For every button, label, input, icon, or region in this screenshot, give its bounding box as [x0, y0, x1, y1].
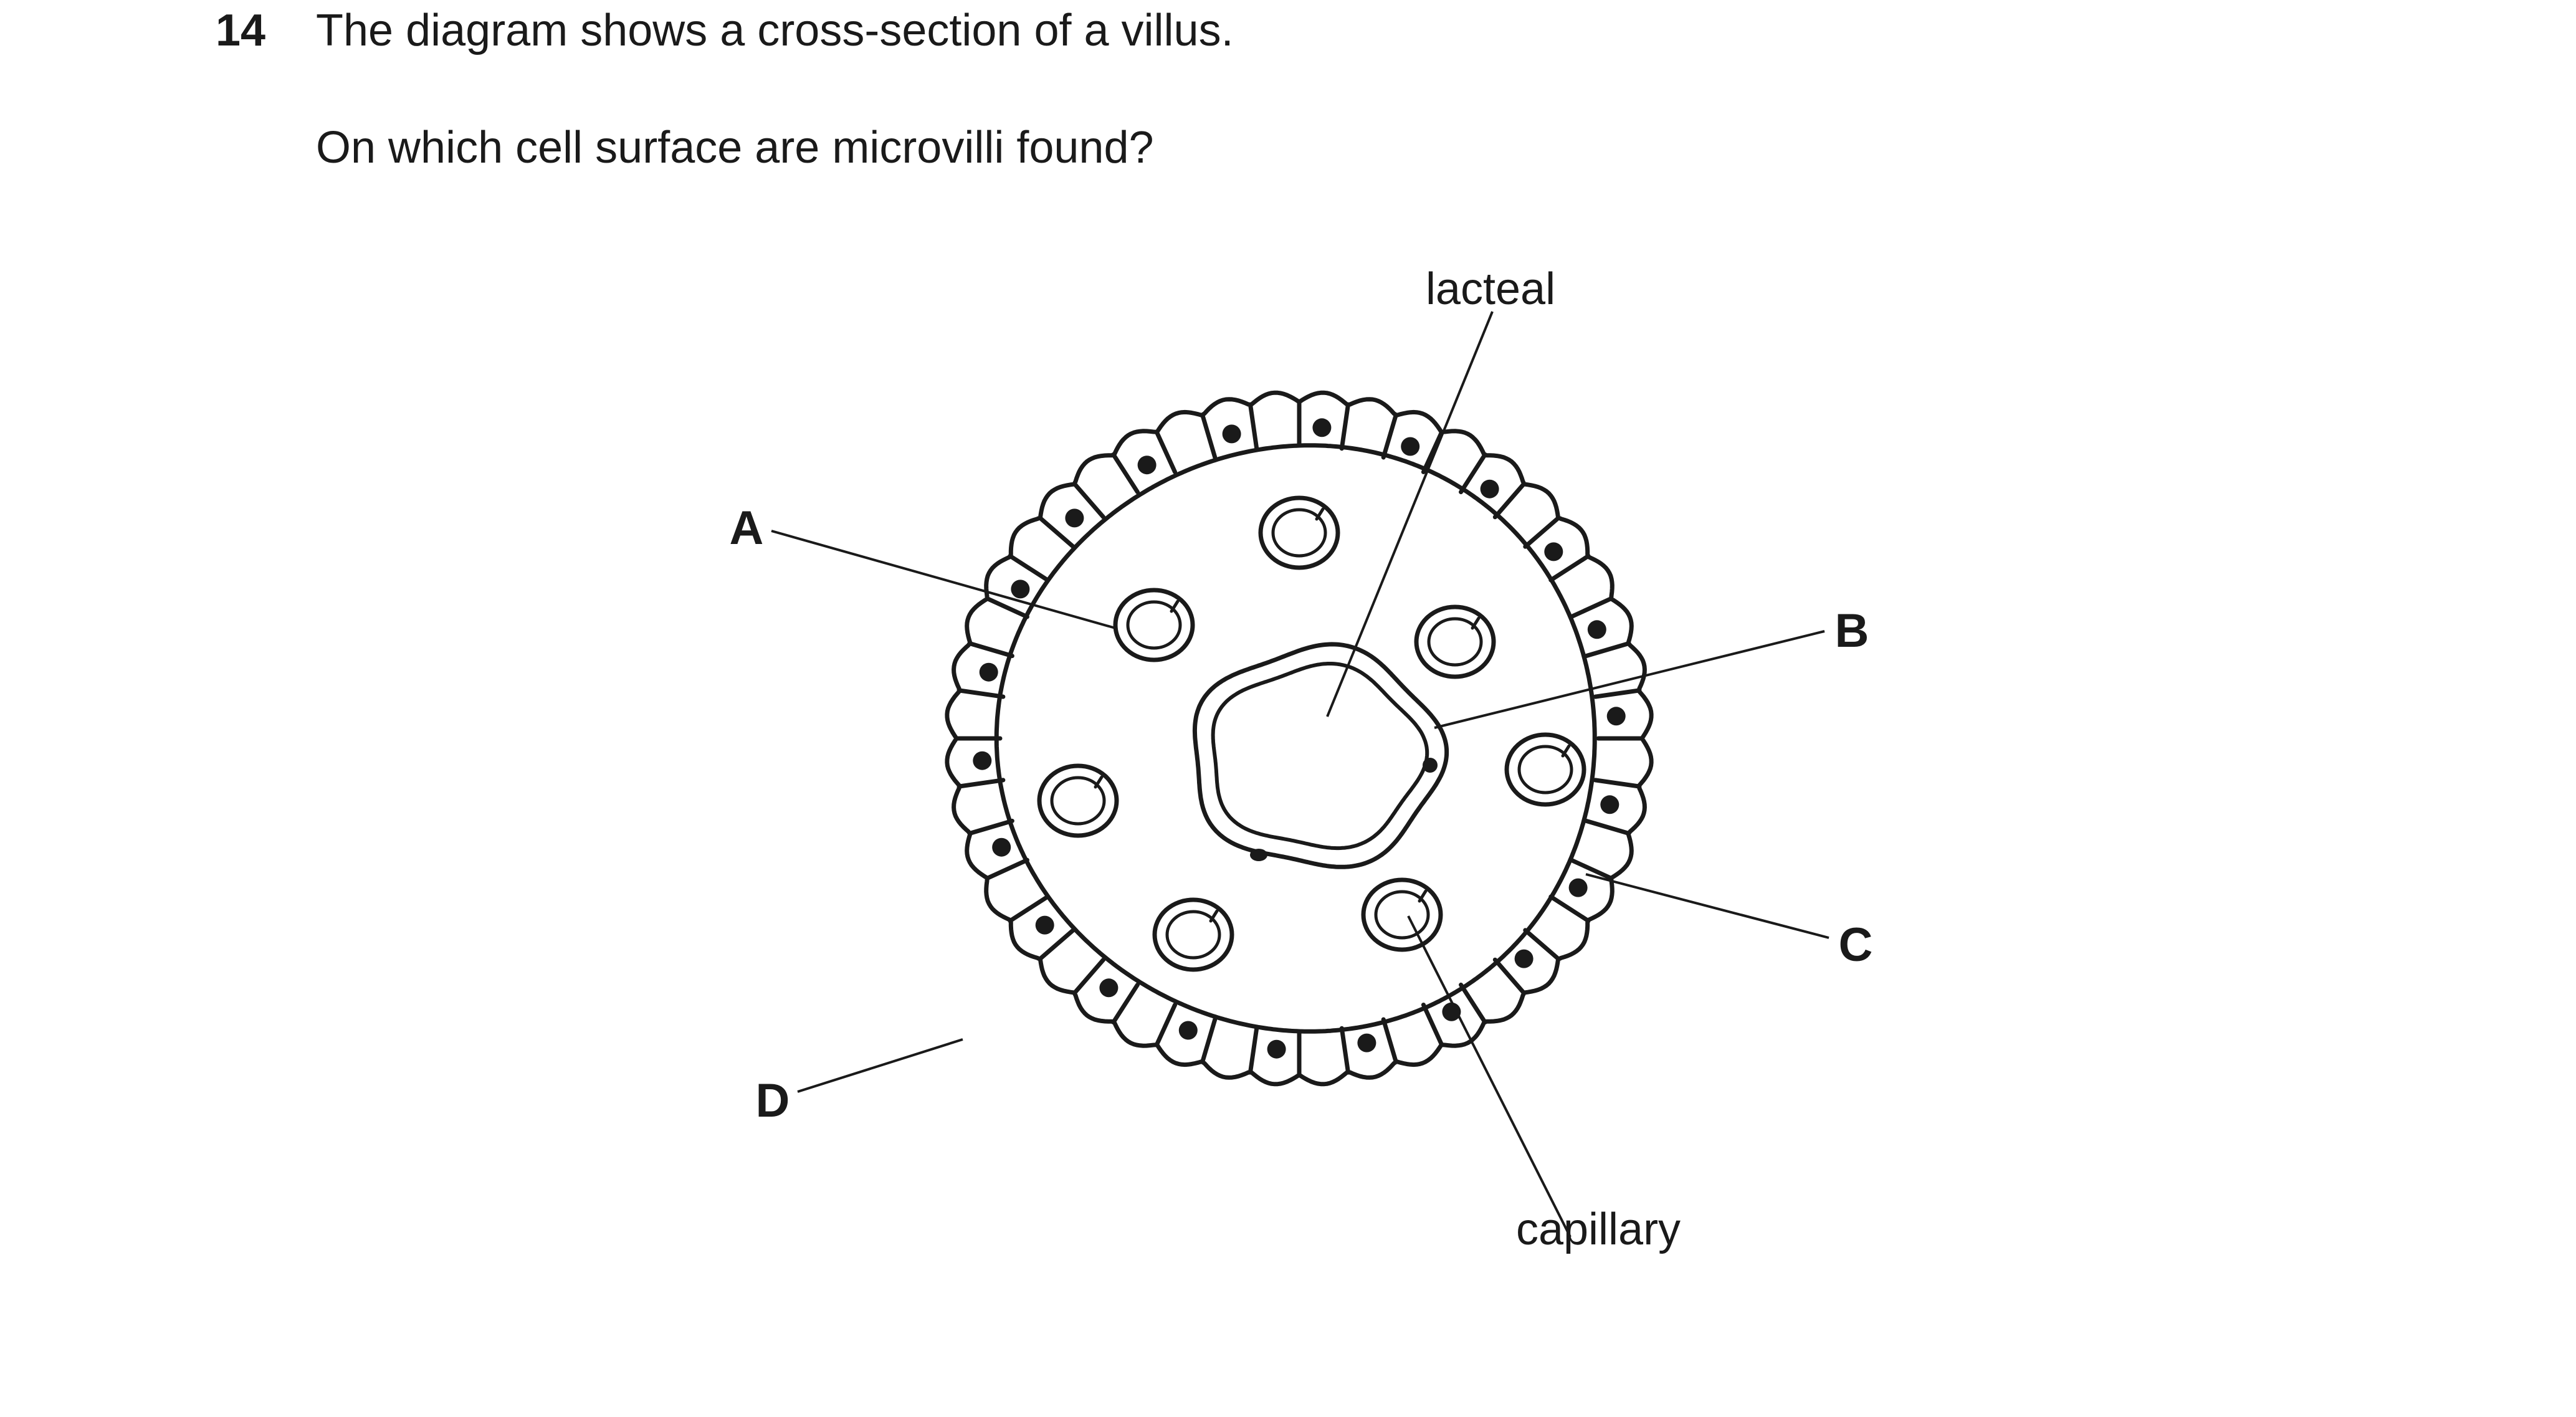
cell-wall [1459, 982, 1487, 1024]
cell-nucleus [1587, 620, 1606, 639]
cell-wall [1593, 778, 1641, 789]
cell-nucleus [979, 662, 998, 682]
cell-wall [1421, 430, 1444, 474]
cell-wall [1548, 554, 1590, 583]
cell-wall [1072, 482, 1106, 520]
label-b: B [1835, 604, 1869, 657]
cell-wall [968, 641, 1014, 659]
capillary [1414, 604, 1496, 679]
label-c: C [1839, 918, 1873, 971]
cell-wall [1155, 1003, 1178, 1047]
cell-wall [1523, 515, 1561, 549]
cell-wall [1038, 928, 1076, 961]
cell-wall [1112, 982, 1140, 1024]
cell-wall [1569, 596, 1613, 619]
cell-wall [1492, 482, 1526, 520]
cell-nucleus [1011, 580, 1030, 599]
cell-nucleus [1357, 1033, 1376, 1052]
cell-wall [1339, 403, 1350, 451]
cell-nucleus [1568, 878, 1588, 897]
capillary [1258, 495, 1340, 570]
cell-nucleus [1065, 508, 1084, 528]
cell-wall [1339, 1026, 1350, 1074]
cell-wall [1200, 1017, 1218, 1064]
capillary [1361, 877, 1443, 952]
capillary [1037, 763, 1119, 838]
label-d: D [756, 1074, 790, 1127]
cell-nucleus [1035, 915, 1054, 935]
cell-wall [958, 778, 1006, 789]
cell-nucleus [1137, 456, 1157, 475]
question-number: 14 [216, 6, 266, 55]
cell-nucleus [1544, 542, 1563, 561]
cell-nucleus [1178, 1021, 1198, 1040]
cell-wall [958, 688, 1006, 699]
cell-wall [1381, 1017, 1398, 1064]
cell-wall [1584, 641, 1631, 659]
lacteal-vessel [1192, 642, 1449, 869]
cell-wall [1248, 1026, 1259, 1074]
cell-nucleus [1600, 795, 1620, 814]
cell-wall [1421, 1003, 1444, 1047]
cell-wall [1584, 818, 1631, 836]
cell-wall [1038, 515, 1076, 549]
cell-wall [1072, 957, 1106, 995]
capillary-label: capillary [1516, 1205, 1681, 1254]
cell-nucleus [1514, 949, 1534, 968]
label-b-pointer-line [1434, 630, 1825, 729]
capillary [1504, 732, 1586, 807]
cell-wall [1155, 430, 1178, 474]
cell-wall [1492, 957, 1526, 995]
cell-wall [1548, 894, 1590, 923]
cell-nucleus [992, 837, 1011, 857]
cell-wall [985, 596, 1029, 619]
label-a: A [730, 502, 764, 555]
cell-wall [985, 857, 1029, 880]
lacteal-label: lacteal [1426, 264, 1555, 314]
cell-wall [1200, 413, 1218, 460]
cell-nucleus [1099, 978, 1119, 998]
cell-wall [968, 818, 1014, 836]
cell-wall [1569, 857, 1613, 880]
cell-nucleus [1442, 1002, 1461, 1021]
cell-nucleus [1222, 424, 1241, 444]
capillaries [1037, 495, 1586, 972]
cell-nucleus [1267, 1039, 1286, 1059]
cell-wall [1523, 928, 1561, 961]
cell-wall [1459, 453, 1487, 495]
cell-wall [1381, 413, 1398, 460]
label-a-pointer-line [771, 530, 1116, 629]
capillary [1113, 588, 1195, 662]
epithelial-cell-nuclei [973, 418, 1626, 1059]
cell-nucleus [1480, 479, 1499, 499]
cell-wall [1008, 554, 1050, 583]
cell-nucleus [1312, 418, 1332, 437]
cell-wall [1112, 453, 1140, 495]
question-stem: The diagram shows a cross-section of a v… [316, 6, 1234, 55]
capillary [1152, 897, 1234, 972]
villus-inner-surface [994, 443, 1597, 1034]
question-prompt: On which cell surface are microvilli fou… [316, 123, 1154, 173]
capillary-pointer-line [1407, 915, 1572, 1238]
cell-wall [1248, 403, 1259, 451]
cell-wall [1008, 894, 1050, 923]
lacteal-pointer-line [1326, 311, 1494, 717]
cell-nucleus [1606, 707, 1626, 726]
cell-nucleus [973, 751, 992, 770]
label-c-pointer-line [1585, 873, 1829, 939]
label-d-pointer-line [797, 1038, 963, 1093]
cell-wall [1593, 688, 1641, 699]
epithelial-cell-walls [954, 399, 1644, 1077]
cell-nucleus [1401, 437, 1420, 456]
